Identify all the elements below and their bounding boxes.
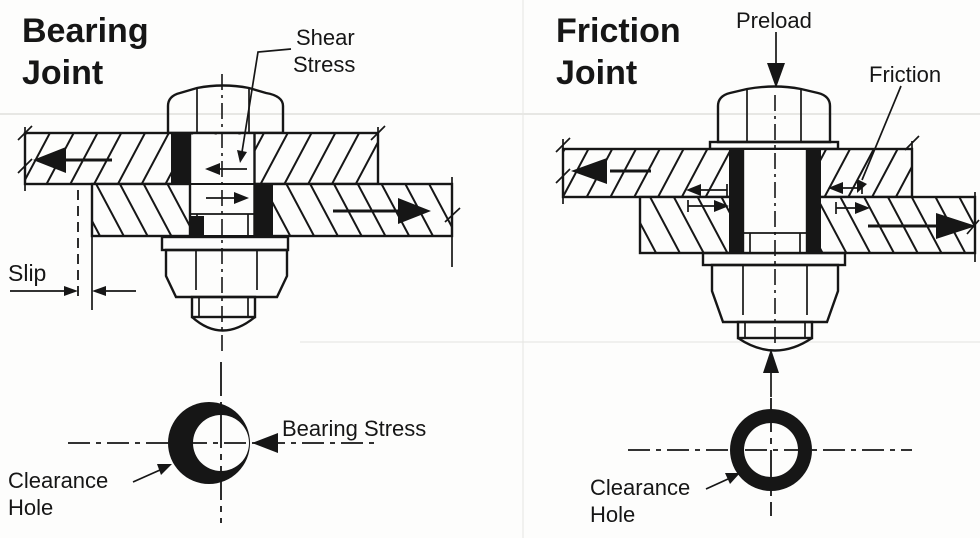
bearing-clearance-label-line1: Clearance bbox=[8, 468, 108, 493]
axis-up-arrowhead bbox=[763, 349, 779, 373]
bolt-end-collar bbox=[190, 295, 257, 319]
thread-clearance-gap bbox=[190, 216, 204, 236]
nut bbox=[710, 263, 840, 324]
friction-leader-arrowhead bbox=[857, 179, 867, 193]
friction-clearance-label-line2: Hole bbox=[590, 502, 635, 527]
shear-stress-label-line1: Shear bbox=[296, 25, 355, 50]
slip-dim-arrow-right bbox=[64, 286, 78, 296]
clearance-leader bbox=[705, 478, 729, 490]
applied-force-right-arrow bbox=[333, 198, 431, 224]
bolt-head bbox=[166, 84, 285, 135]
washer bbox=[701, 251, 847, 267]
friction-leader bbox=[861, 85, 902, 181]
edge-tick bbox=[966, 219, 980, 235]
shear-arrow-upper bbox=[205, 163, 247, 175]
clearance-gap-left bbox=[729, 149, 743, 253]
edge-tick bbox=[370, 125, 386, 141]
slip-label: Slip bbox=[8, 260, 46, 286]
applied-force-right-arrow bbox=[868, 213, 976, 239]
clearance-leader-arrowhead bbox=[725, 473, 740, 484]
edge-tick bbox=[555, 137, 571, 153]
shear-arrow-lower bbox=[206, 192, 249, 204]
bolt-tip-dome bbox=[737, 337, 813, 352]
bearing-stress-arrowhead bbox=[252, 433, 278, 453]
shear-stress-leader-arrowhead bbox=[237, 150, 247, 163]
edge-tick bbox=[904, 135, 920, 151]
bolt-tip-dome bbox=[191, 316, 256, 332]
slip-dim-arrow-left bbox=[92, 286, 106, 296]
applied-force-left-arrow bbox=[33, 147, 112, 173]
clearance-gap-right bbox=[807, 149, 821, 253]
friction-joint-diagram: Friction Joint Preload bbox=[555, 8, 980, 527]
bearing-stress-label: Bearing Stress bbox=[282, 416, 426, 441]
applied-force-left-arrow bbox=[571, 158, 651, 184]
friction-title-line1: Friction bbox=[556, 12, 681, 50]
shear-stress-leader bbox=[241, 48, 292, 153]
bearing-title-line1: Bearing bbox=[22, 12, 149, 50]
washer bbox=[160, 235, 290, 252]
preload-arrowhead bbox=[767, 63, 785, 88]
friction-arrow-pair-left bbox=[686, 184, 729, 212]
edge-tick bbox=[17, 125, 33, 141]
shear-stress-label-line2: Stress bbox=[293, 52, 355, 77]
friction-clearance-label-line1: Clearance bbox=[590, 475, 690, 500]
clearance-leader bbox=[132, 469, 161, 483]
edge-tick bbox=[17, 158, 33, 174]
friction-label: Friction bbox=[869, 62, 941, 87]
friction-title-line2: Joint bbox=[556, 54, 637, 92]
preload-label: Preload bbox=[736, 8, 812, 33]
edge-tick bbox=[555, 168, 571, 184]
edge-tick bbox=[444, 207, 461, 223]
clearance-leader-arrowhead bbox=[157, 464, 172, 475]
upper-clearance-gap bbox=[171, 133, 190, 184]
nut bbox=[164, 248, 289, 299]
bearing-clearance-label-line2: Hole bbox=[8, 495, 53, 520]
lower-clearance-gap bbox=[254, 184, 273, 236]
bearing-joint-diagram: Bearing Joint bbox=[8, 12, 461, 523]
friction-arrow-pair-right bbox=[828, 182, 870, 214]
bolt-head bbox=[716, 85, 832, 144]
bearing-title-line2: Joint bbox=[22, 54, 103, 92]
